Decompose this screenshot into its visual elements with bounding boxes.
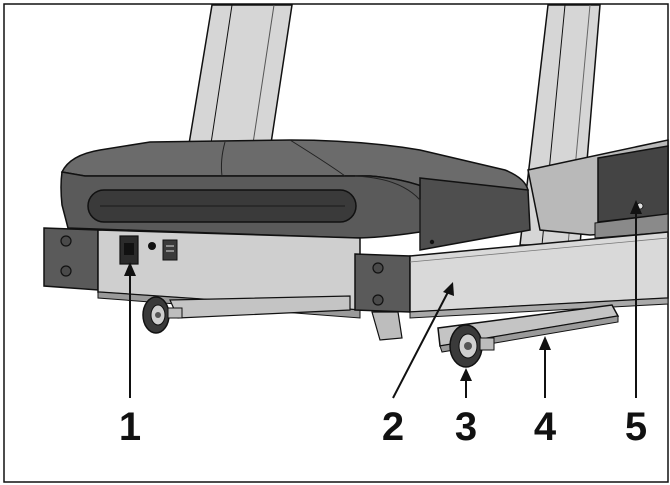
callout-2-leader [392, 282, 454, 399]
mount-bracket [371, 311, 403, 341]
left-rear-wheel [142, 296, 183, 334]
callout-1-label: 1 [119, 405, 141, 449]
callout-5-label: 5 [625, 405, 647, 449]
rear-wheel [449, 324, 495, 368]
callout-4-leader [539, 336, 551, 398]
callout-2-label: 2 [382, 405, 404, 449]
power-inlet-and-switch [119, 235, 178, 265]
right-end-cap [354, 253, 411, 313]
motor-hood [60, 139, 531, 251]
callout-4-label: 4 [534, 405, 557, 449]
side-frame-rail [409, 231, 669, 319]
callout-1-leader [124, 262, 136, 398]
left-end-cap [43, 227, 99, 291]
callout-5-leader [630, 200, 642, 398]
callout-3-label: 3 [455, 405, 477, 449]
callout-3-leader [460, 368, 472, 398]
